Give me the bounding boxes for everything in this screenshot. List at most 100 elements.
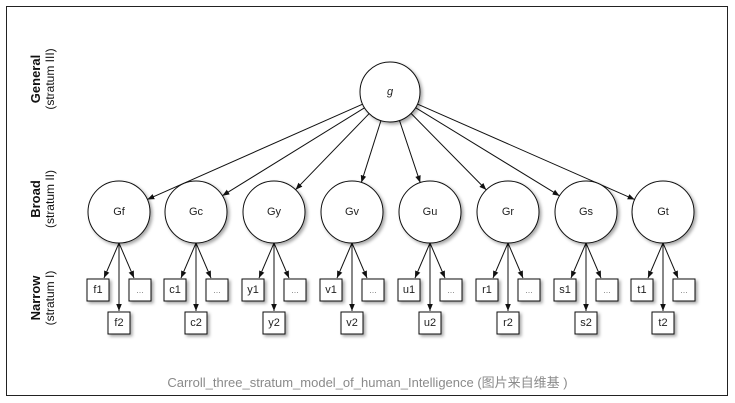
node-label: ... bbox=[680, 285, 688, 295]
node-box bbox=[128, 278, 152, 302]
node-general: g bbox=[359, 61, 421, 123]
node-circle bbox=[320, 180, 384, 244]
arrow bbox=[351, 242, 368, 279]
node-box bbox=[439, 278, 463, 302]
arrow bbox=[415, 107, 560, 197]
node-narrow: f2 bbox=[107, 311, 131, 335]
node-label: r2 bbox=[503, 317, 513, 329]
node-label: c1 bbox=[169, 284, 181, 296]
node-label: ... bbox=[447, 285, 455, 295]
node-label: ... bbox=[603, 285, 611, 295]
node-label: Gr bbox=[502, 206, 515, 218]
node-label: f1 bbox=[93, 284, 102, 296]
node-broad-gc: Gc bbox=[164, 180, 228, 244]
arrow bbox=[360, 120, 382, 183]
node-narrow: ... bbox=[595, 278, 619, 302]
node-box bbox=[184, 311, 208, 335]
node-box bbox=[574, 311, 598, 335]
node-label: f2 bbox=[114, 317, 123, 329]
node-box bbox=[418, 311, 442, 335]
node-box bbox=[630, 278, 654, 302]
arrow bbox=[410, 113, 487, 191]
node-narrow: ... bbox=[205, 278, 229, 302]
node-narrow: s2 bbox=[574, 311, 598, 335]
node-label: Gc bbox=[189, 206, 204, 218]
arrow bbox=[273, 242, 290, 279]
arrow bbox=[180, 242, 197, 279]
node-label: g bbox=[387, 86, 394, 98]
arrow bbox=[118, 242, 135, 279]
arrow bbox=[222, 107, 365, 197]
arrow bbox=[492, 242, 509, 279]
node-label: ... bbox=[369, 285, 377, 295]
node-box bbox=[595, 278, 619, 302]
node-narrow: c2 bbox=[184, 311, 208, 335]
node-narrow: ... bbox=[517, 278, 541, 302]
node-label: Gs bbox=[579, 206, 594, 218]
node-broad-gt: Gt bbox=[631, 180, 695, 244]
node-label: Gy bbox=[267, 206, 282, 218]
node-narrow: t1 bbox=[630, 278, 654, 302]
node-label: ... bbox=[525, 285, 533, 295]
node-narrow: ... bbox=[283, 278, 307, 302]
node-circle bbox=[87, 180, 151, 244]
node-label: Gu bbox=[423, 206, 438, 218]
node-label: ... bbox=[136, 285, 144, 295]
node-box bbox=[107, 311, 131, 335]
node-box bbox=[361, 278, 385, 302]
caption: Carroll_three_stratum_model_of_human_Int… bbox=[167, 375, 568, 390]
node-narrow: ... bbox=[672, 278, 696, 302]
node-narrow: y2 bbox=[262, 311, 286, 335]
node-label: Gv bbox=[345, 206, 360, 218]
node-narrow: ... bbox=[439, 278, 463, 302]
node-circle bbox=[359, 61, 421, 123]
node-circle bbox=[164, 180, 228, 244]
node-label: s1 bbox=[559, 284, 571, 296]
node-narrow: v1 bbox=[319, 278, 343, 302]
node-broad-gu: Gu bbox=[398, 180, 462, 244]
arrow bbox=[399, 120, 421, 183]
arrow bbox=[585, 242, 602, 279]
node-broad-gf: Gf bbox=[87, 180, 151, 244]
node-narrow: f1 bbox=[86, 278, 110, 302]
node-label: Gt bbox=[657, 206, 669, 218]
node-broad-gy: Gy bbox=[242, 180, 306, 244]
node-label: u1 bbox=[403, 284, 415, 296]
arrow bbox=[414, 242, 431, 279]
node-narrow: u1 bbox=[397, 278, 421, 302]
node-box bbox=[205, 278, 229, 302]
node-box bbox=[672, 278, 696, 302]
node-label: t2 bbox=[658, 317, 667, 329]
diagram-frame bbox=[6, 6, 728, 396]
node-narrow: y1 bbox=[241, 278, 265, 302]
node-box bbox=[397, 278, 421, 302]
node-label: Gf bbox=[113, 206, 126, 218]
node-box bbox=[319, 278, 343, 302]
node-label: ... bbox=[213, 285, 221, 295]
arrow bbox=[429, 242, 446, 279]
node-label: c2 bbox=[190, 317, 202, 329]
arrow bbox=[662, 242, 679, 279]
node-label: y2 bbox=[268, 317, 280, 329]
node-circle bbox=[398, 180, 462, 244]
node-broad-gv: Gv bbox=[320, 180, 384, 244]
node-circle bbox=[242, 180, 306, 244]
node-circle bbox=[554, 180, 618, 244]
arrow bbox=[258, 242, 275, 279]
arrow bbox=[195, 242, 212, 279]
node-box bbox=[241, 278, 265, 302]
node-circle bbox=[631, 180, 695, 244]
node-narrow: c1 bbox=[163, 278, 187, 302]
node-narrow: s1 bbox=[553, 278, 577, 302]
node-box bbox=[262, 311, 286, 335]
node-box bbox=[496, 311, 520, 335]
node-narrow: ... bbox=[128, 278, 152, 302]
node-box bbox=[475, 278, 499, 302]
node-box bbox=[163, 278, 187, 302]
arrow bbox=[336, 242, 353, 279]
arrow bbox=[295, 113, 370, 191]
node-box bbox=[517, 278, 541, 302]
node-narrow: r1 bbox=[475, 278, 499, 302]
node-broad-gr: Gr bbox=[476, 180, 540, 244]
